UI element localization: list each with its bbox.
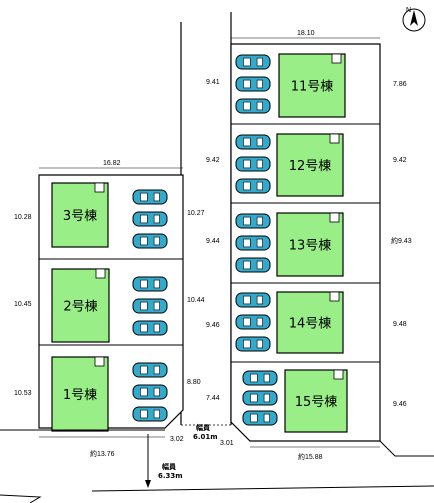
house-footprint — [51, 268, 110, 343]
house-label: 12号棟 — [289, 159, 332, 174]
house-footprint — [276, 291, 344, 354]
compass: N — [402, 7, 426, 32]
house-footprint — [278, 53, 346, 118]
car-icon — [235, 257, 271, 273]
car-icon — [132, 320, 168, 336]
arrow-down-icon — [145, 480, 151, 488]
house-label: 3号棟 — [63, 209, 97, 224]
entrance-icon — [329, 133, 340, 144]
right-left-depth-11: 9.41 — [206, 79, 220, 86]
car-icon — [235, 156, 271, 172]
car-icon — [235, 54, 271, 70]
house-2: 2号棟 — [51, 268, 110, 343]
right-left-depth-14: 9.46 — [206, 322, 220, 329]
car-icon — [235, 98, 271, 114]
car-icon — [235, 134, 271, 150]
house-4: 11号棟 — [278, 53, 346, 118]
corner-cut-right: 3.01 — [220, 440, 234, 447]
right-right-depth-13: 約9.43 — [391, 236, 412, 245]
entrance-icon — [94, 356, 105, 367]
right-top-width: 18.10 — [297, 30, 315, 37]
house-label: 13号棟 — [289, 239, 332, 254]
car-icon — [132, 233, 168, 249]
house-label: 15号棟 — [295, 395, 338, 410]
car-icon — [132, 384, 168, 400]
car-icon — [242, 410, 278, 426]
road-1-value: 6.01m — [193, 433, 218, 441]
right-right-depth-11: 7.86 — [393, 81, 407, 88]
house-8: 15号棟 — [284, 369, 348, 433]
left-depth-2: 10.45 — [14, 301, 32, 308]
right-left-depth-13: 9.44 — [206, 238, 220, 245]
car-icon — [235, 336, 271, 352]
house-7: 14号棟 — [276, 291, 344, 354]
left-depth-3: 10.28 — [14, 214, 32, 221]
house-5: 12号棟 — [276, 133, 344, 197]
compass-label: N — [406, 7, 411, 14]
car-icon — [132, 189, 168, 205]
house-label: 11号棟 — [291, 80, 334, 95]
car-icon — [132, 298, 168, 314]
car-icon — [132, 276, 168, 292]
right-bottom-width: 約15.88 — [298, 452, 323, 461]
car-icon — [242, 370, 278, 386]
left-right-depth-1: 8.80 — [187, 379, 201, 386]
car-icon — [132, 211, 168, 227]
car-icon — [235, 314, 271, 330]
parking-cars — [132, 54, 278, 426]
house-6: 13号棟 — [276, 212, 344, 277]
left-top-width: 16.82 — [103, 160, 121, 167]
entrance-icon — [331, 53, 342, 64]
corner-cut-left: 3.02 — [170, 436, 184, 443]
car-icon — [235, 213, 271, 229]
entrance-icon — [95, 268, 106, 279]
right-left-depth-15: 7.44 — [206, 395, 220, 402]
road-1-label: 幅員 — [196, 423, 211, 432]
house-footprint — [276, 212, 344, 277]
car-icon — [235, 178, 271, 194]
north-arrow-icon — [410, 10, 418, 26]
car-icon — [235, 292, 271, 308]
car-icon — [235, 235, 271, 251]
car-icon — [132, 406, 168, 422]
car-icon — [235, 76, 271, 92]
left-right-depth-2: 10.44 — [187, 297, 205, 304]
houses: 1号棟 2号棟 3号棟 11号棟 12号棟 13号棟 14号棟 15号棟 — [51, 53, 348, 433]
house-footprint — [51, 356, 109, 432]
left-bottom-width: 約13.76 — [90, 449, 115, 458]
right-right-depth-15: 9.46 — [393, 401, 407, 408]
house-label: 14号棟 — [289, 317, 332, 332]
right-right-depth-14: 9.48 — [393, 321, 407, 328]
right-left-depth-12: 9.42 — [206, 157, 220, 164]
right-right-depth-12: 9.42 — [393, 157, 407, 164]
house-1: 1号棟 — [51, 356, 109, 432]
house-footprint — [276, 133, 344, 197]
house-label: 2号棟 — [63, 300, 97, 315]
road-2-label: 幅員 — [162, 462, 177, 471]
dimension-lines — [39, 37, 380, 448]
entrance-icon — [333, 369, 344, 380]
house-footprint — [51, 182, 109, 248]
car-icon — [242, 390, 278, 406]
left-depth-1: 10.53 — [14, 390, 32, 397]
house-footprint — [284, 369, 348, 433]
car-icon — [132, 362, 168, 378]
entrance-icon — [329, 212, 340, 223]
left-right-depth-3: 10.27 — [187, 210, 205, 217]
entrance-icon — [329, 291, 340, 302]
house-3: 3号棟 — [51, 182, 109, 248]
entrance-icon — [94, 182, 105, 193]
bottom-roads — [0, 424, 434, 503]
road-2-value: 6.33m — [158, 472, 183, 480]
house-label: 1号棟 — [63, 388, 97, 403]
